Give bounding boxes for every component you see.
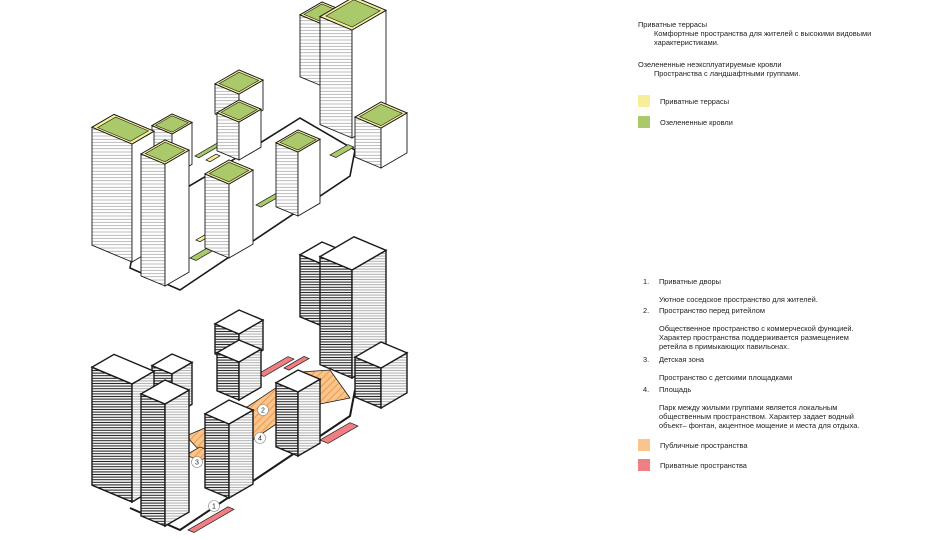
- legend-bottom-item-1: 1. Приватные дворы Уютное соседское прост…: [643, 268, 818, 313]
- building-left-face: [140, 153, 166, 287]
- green-roof: [144, 141, 186, 163]
- building: [139, 139, 191, 287]
- zone-badge-circle: [257, 404, 269, 416]
- green-roof-swatch-label: Озелененные кровли: [660, 118, 733, 127]
- building-right-face-shade: [165, 390, 189, 526]
- terrace-swatch: [638, 95, 650, 107]
- zone-badge-number: 1: [212, 504, 216, 511]
- bottom-diagram-public-private: 1 2 3 4: [90, 236, 409, 533]
- building-left-face: [91, 126, 133, 263]
- building-right-face: [297, 138, 321, 217]
- zone-badge: 2: [257, 404, 269, 416]
- building-roof: [213, 309, 265, 335]
- green-roof: [220, 101, 258, 121]
- building: [353, 101, 409, 169]
- zone-badge-number: 3: [195, 460, 199, 467]
- green-roof: [325, 0, 381, 28]
- private-swatch-label: Приватные пространства: [660, 461, 747, 470]
- item-desc: Парк между жилыми группами является лока…: [659, 403, 860, 430]
- building-roof: [90, 353, 156, 385]
- green-roof: [279, 131, 317, 151]
- zone-badge: 4: [254, 432, 266, 444]
- green-roof: [96, 116, 150, 142]
- legend-top-item1-desc: Комфортные пространства для жителей с вы…: [654, 29, 872, 47]
- public-swatch: [638, 439, 650, 451]
- building: [353, 341, 409, 410]
- legend-bottom-item-4: 4. Площадь Парк между жилыми группами явл…: [643, 376, 859, 439]
- top-diagram-green-roofs: [90, 0, 409, 291]
- zone-badge-circle: [254, 432, 266, 444]
- private-strip: [283, 356, 310, 371]
- legend-top-item2-title: Озелененные неэксплуатируемые кровли: [638, 60, 782, 69]
- building-right-face: [164, 149, 190, 287]
- legend-top-item2-desc: Пространства с ландшафтными группами.: [654, 69, 801, 78]
- item-desc: Пространство с детскими площадками: [659, 373, 793, 382]
- private-strip: [257, 356, 295, 377]
- terrace-swatch-label: Приватные террасы: [660, 97, 730, 106]
- item-number: 4.: [643, 385, 650, 394]
- private-swatch: [638, 459, 650, 471]
- terrace-strip: [205, 153, 221, 163]
- zone-badge: 1: [208, 500, 220, 512]
- building-roof: [318, 236, 388, 271]
- zone-badge-circle: [208, 500, 220, 512]
- item-number: 3.: [643, 355, 650, 364]
- building-right-face-shade: [229, 410, 253, 498]
- green-roof: [154, 115, 190, 133]
- building: [274, 369, 322, 458]
- green-roof: [359, 103, 403, 127]
- private-strip: [319, 422, 359, 444]
- green-strip: [329, 144, 355, 158]
- building-left-face: [319, 15, 353, 139]
- building-left-face: [204, 412, 230, 500]
- building-roof: [353, 341, 409, 369]
- item-desc: Общественное пространство с коммерческой…: [659, 324, 854, 351]
- legend-bottom-item-2: 2. Пространство перед ритейлом Общественн…: [643, 297, 854, 360]
- item-title: Пространство перед ритейлом: [659, 306, 765, 315]
- building-right-face-shade: [239, 349, 261, 400]
- building-right-face: [228, 169, 254, 259]
- building-left-face: [140, 392, 166, 528]
- building: [203, 159, 255, 259]
- building-roof: [150, 353, 194, 375]
- building-left-face: [204, 173, 230, 259]
- green-roof-swatch: [638, 116, 650, 128]
- building-right-face-shade: [381, 352, 407, 408]
- item-title: Приватные дворы: [659, 277, 721, 286]
- building-left-face: [275, 142, 299, 217]
- building-roof: [274, 369, 322, 393]
- legend-top-item1-title: Приватные террасы: [638, 20, 708, 29]
- green-roof: [208, 161, 250, 183]
- item-number: 1.: [643, 277, 650, 286]
- building: [215, 99, 263, 161]
- building: [139, 379, 191, 528]
- building-left-face: [275, 381, 299, 458]
- zone-badge-number: 4: [258, 436, 262, 443]
- building-roof: [203, 399, 255, 425]
- building: [215, 339, 263, 402]
- axonometric-diagrams: 1 2 3 4: [90, 0, 409, 533]
- private-strip: [187, 506, 235, 533]
- building-roof: [139, 379, 191, 405]
- public-swatch-label: Публичные пространства: [660, 441, 748, 450]
- building: [203, 399, 255, 500]
- building-left-face: [319, 255, 353, 380]
- building-left-face: [299, 14, 323, 87]
- item-desc: Уютное соседское пространство для жителе…: [659, 295, 818, 304]
- zone-badge-number: 2: [261, 408, 265, 415]
- legend-bottom-item-3: 3. Детская зона Пространство с детскими п…: [643, 346, 792, 391]
- zone-badge: 3: [191, 456, 203, 468]
- building-left-face: [91, 366, 133, 504]
- building-left-face: [299, 253, 323, 328]
- item-title: Площадь: [659, 385, 692, 394]
- building-roof: [215, 339, 263, 363]
- item-number: 2.: [643, 306, 650, 315]
- green-roof: [218, 71, 260, 93]
- building-right-face-shade: [298, 379, 320, 456]
- building: [274, 129, 322, 217]
- zone-badge-circle: [191, 456, 203, 468]
- item-title: Детская зона: [659, 355, 705, 364]
